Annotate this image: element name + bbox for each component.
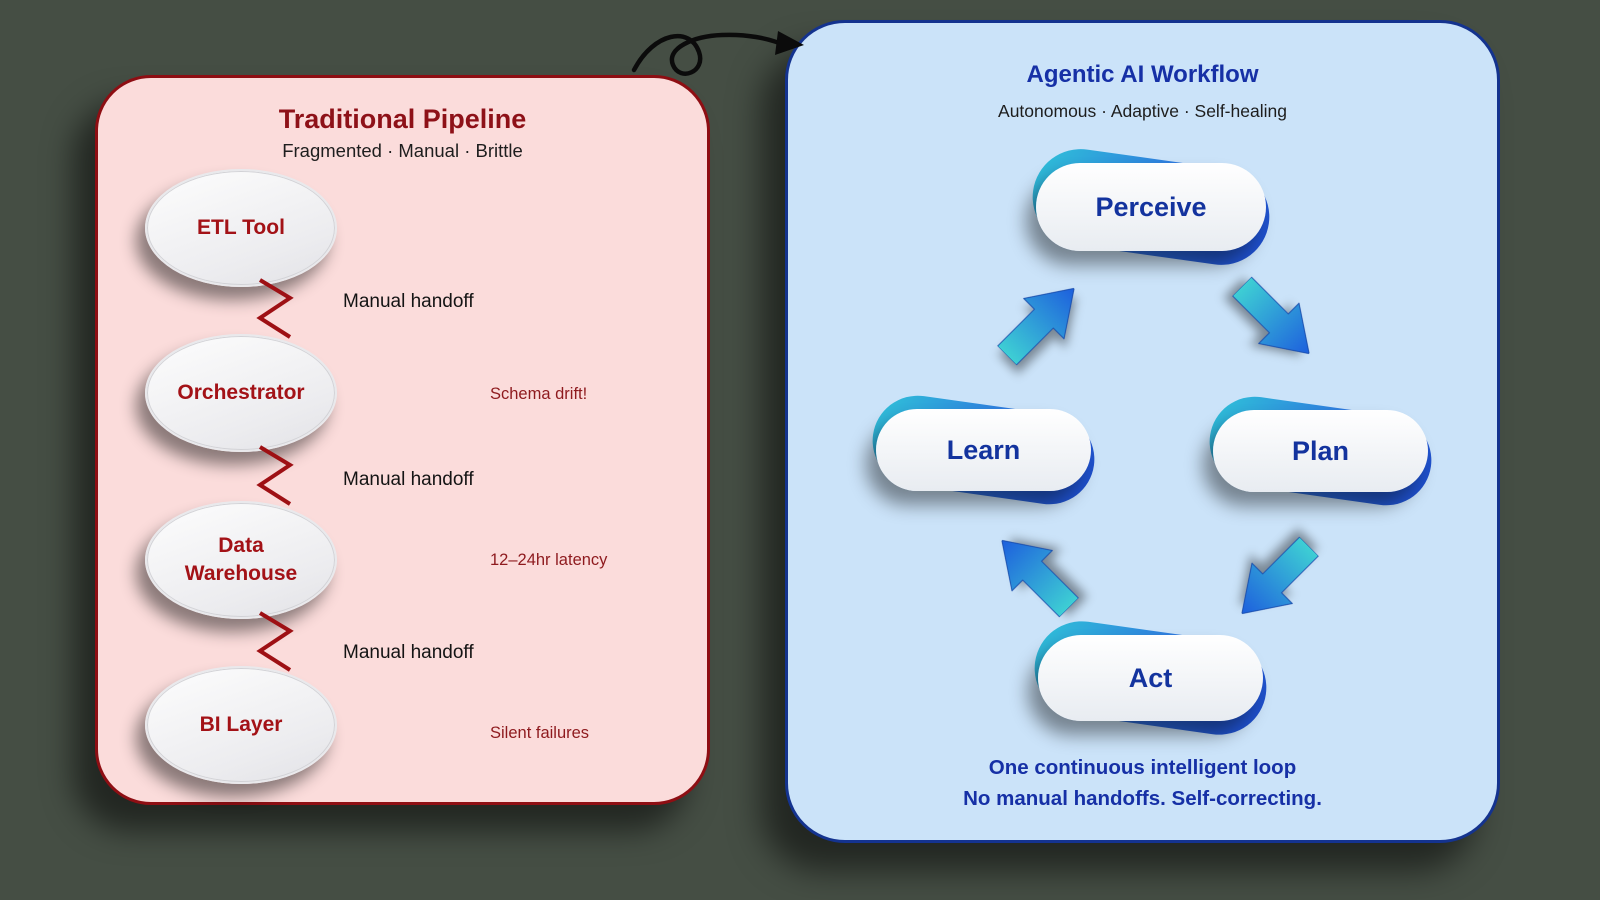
- node-label: BI Layer: [199, 712, 283, 736]
- node-orchestrator: Orchestrator: [145, 334, 337, 452]
- node-label: Orchestrator: [177, 380, 305, 404]
- arrow-act-to-learn-icon: [1001, 539, 1080, 618]
- right-panel-title: Agentic AI Workflow: [1026, 61, 1259, 88]
- stage-plan: Plan: [1203, 390, 1438, 512]
- handoff-label: Manual handoff: [343, 291, 474, 312]
- left-panel-title: Traditional Pipeline: [278, 104, 527, 134]
- handoff-zigzag-icon: [256, 611, 294, 672]
- node-etl-tool: ETL Tool: [145, 169, 337, 287]
- node-label: Data Warehouse: [184, 533, 298, 585]
- stage-learn: Learn: [866, 389, 1101, 511]
- annotation-silent-failure: Silent failures: [490, 724, 590, 742]
- arrow-plan-to-act-icon: [1241, 536, 1320, 615]
- node-data-warehouse: Data Warehouse: [145, 501, 337, 619]
- left-panel-subtitle: Fragmented · Manual · Brittle: [282, 140, 523, 161]
- arrow-learn-to-perceive-icon: [996, 287, 1075, 366]
- node-bi-layer: BI Layer: [145, 666, 337, 784]
- loop-doodle-arrow-icon: [631, 31, 804, 76]
- node-label: ETL Tool: [197, 215, 285, 239]
- stage-label: Perceive: [1036, 163, 1266, 251]
- stage-label: Act: [1038, 635, 1263, 721]
- right-panel-subtitle: Autonomous · Adaptive · Self-healing: [998, 101, 1287, 121]
- handoff-label: Manual handoff: [343, 469, 474, 490]
- loop-footer-line1: One continuous intelligent loop: [988, 756, 1297, 779]
- agentic-ai-panel: Agentic AI Workflow Autonomous · Adaptiv…: [785, 20, 1500, 843]
- handoff-zigzag-icon: [256, 445, 294, 506]
- arrow-perceive-to-plan-icon: [1231, 276, 1310, 355]
- traditional-pipeline-panel: Traditional Pipeline Fragmented · Manual…: [95, 75, 710, 805]
- annotation-schema-drift: Schema drift!: [490, 385, 588, 403]
- stage-label: Learn: [876, 409, 1091, 491]
- annotation-latency: 12–24hr latency: [490, 551, 608, 569]
- handoff-zigzag-icon: [256, 278, 294, 339]
- handoff-label: Manual handoff: [343, 642, 474, 663]
- stage-label: Plan: [1213, 410, 1428, 492]
- stage-perceive: Perceive: [1026, 142, 1276, 272]
- stage-act: Act: [1028, 615, 1273, 741]
- loop-footer-line2: No manual handoffs. Self-correcting.: [963, 787, 1322, 810]
